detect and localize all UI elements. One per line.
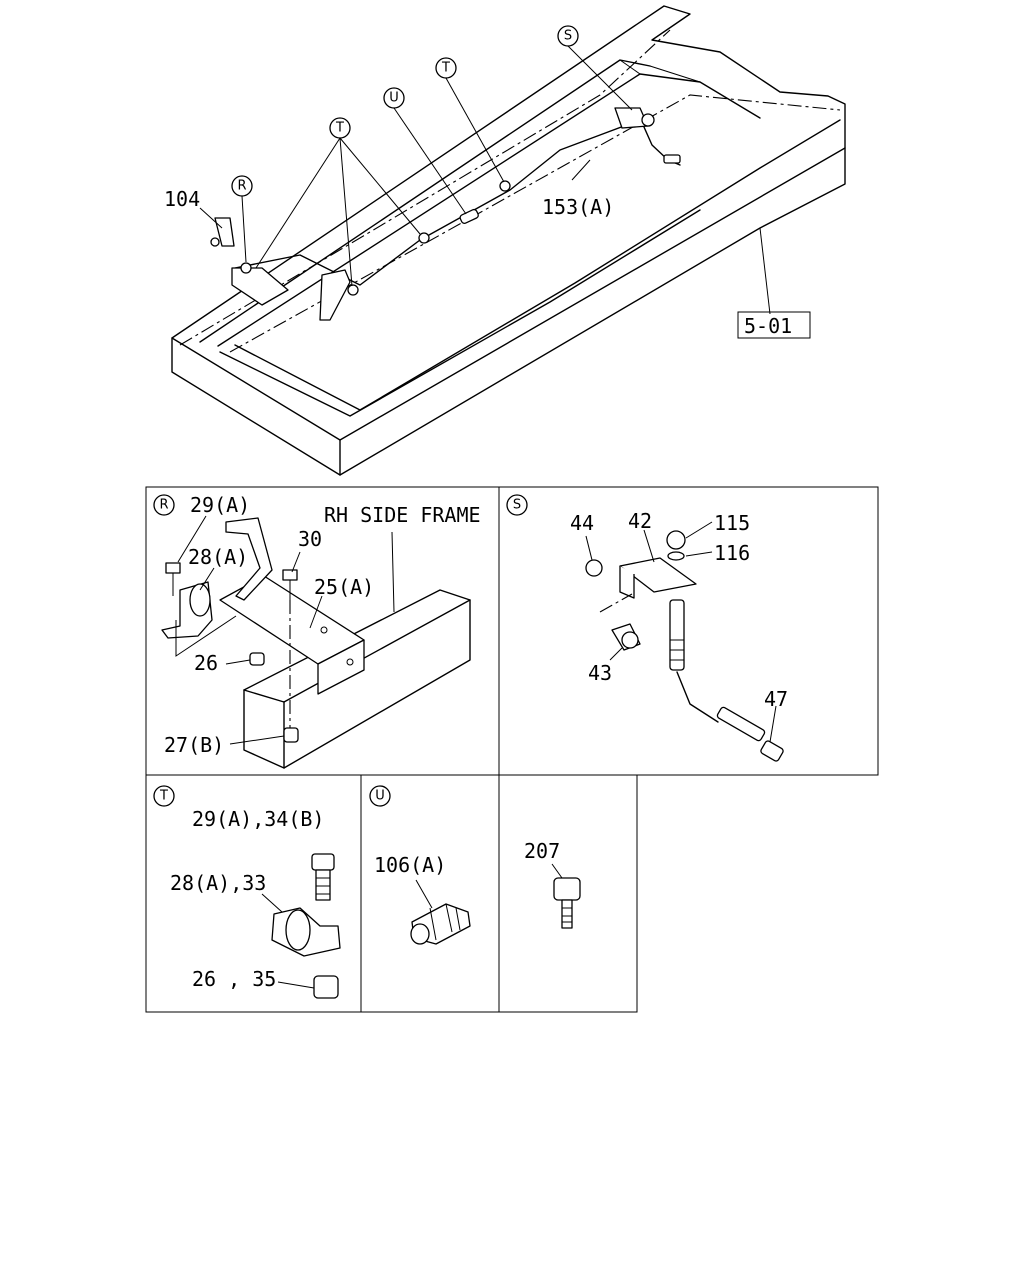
callout-u-text: U: [389, 91, 399, 106]
main-leaders: [199, 45, 771, 315]
label-153a: 153(A): [542, 195, 614, 219]
ref-5-01: 5-01: [744, 314, 792, 338]
label-28a: 28(A): [188, 545, 248, 569]
panel-u-tag: U: [375, 789, 385, 804]
label-26-35: 26 , 35: [192, 967, 276, 991]
label-106a: 106(A): [374, 853, 446, 877]
panel-t-tag: T: [159, 789, 168, 804]
panel-r-tag: R: [159, 498, 168, 513]
callout-t-second: T: [435, 57, 457, 79]
label-27b: 27(B): [164, 733, 224, 757]
callout-u-main: U: [383, 87, 405, 109]
callout-t2-text: T: [441, 61, 450, 76]
panel-s-tag: S: [513, 498, 521, 513]
label-26: 26: [194, 651, 218, 675]
callout-t-text: T: [335, 121, 344, 136]
callout-s-text: S: [564, 29, 572, 44]
ref-box: [737, 311, 811, 339]
panel-u: U 106(A): [369, 785, 471, 945]
label-28a-33: 28(A),33: [170, 871, 266, 895]
callout-s-main: S: [557, 25, 579, 47]
label-47: 47: [764, 687, 788, 711]
label-42: 42: [628, 509, 652, 533]
label-25a: 25(A): [314, 575, 374, 599]
label-116: 116: [714, 541, 750, 565]
callout-r: R: [231, 175, 253, 197]
label-44: 44: [570, 511, 594, 535]
label-29a: 29(A): [190, 493, 250, 517]
label-29a-34b: 29(A),34(B): [192, 807, 324, 831]
panel-r: R RH SIDE FRAME 29(A) 2: [153, 493, 481, 769]
rh-side-frame-label: RH SIDE FRAME: [324, 503, 481, 527]
chassis-frame: [171, 5, 846, 476]
detail-grid: [145, 486, 879, 1013]
label-43: 43: [588, 661, 612, 685]
label-104: 104: [164, 187, 200, 211]
label-30: 30: [298, 527, 322, 551]
callout-t-main: T: [329, 117, 351, 139]
callout-r-text: R: [237, 179, 246, 194]
label-115: 115: [714, 511, 750, 535]
panel-t: T 29(A),34(B) 28(A),33 26 , 35: [153, 785, 341, 999]
main-hardware: [210, 107, 681, 321]
panel-207: 207: [524, 839, 581, 929]
label-207: 207: [524, 839, 560, 863]
panel-s: S 44 42 115 116 43 47: [506, 494, 788, 762]
